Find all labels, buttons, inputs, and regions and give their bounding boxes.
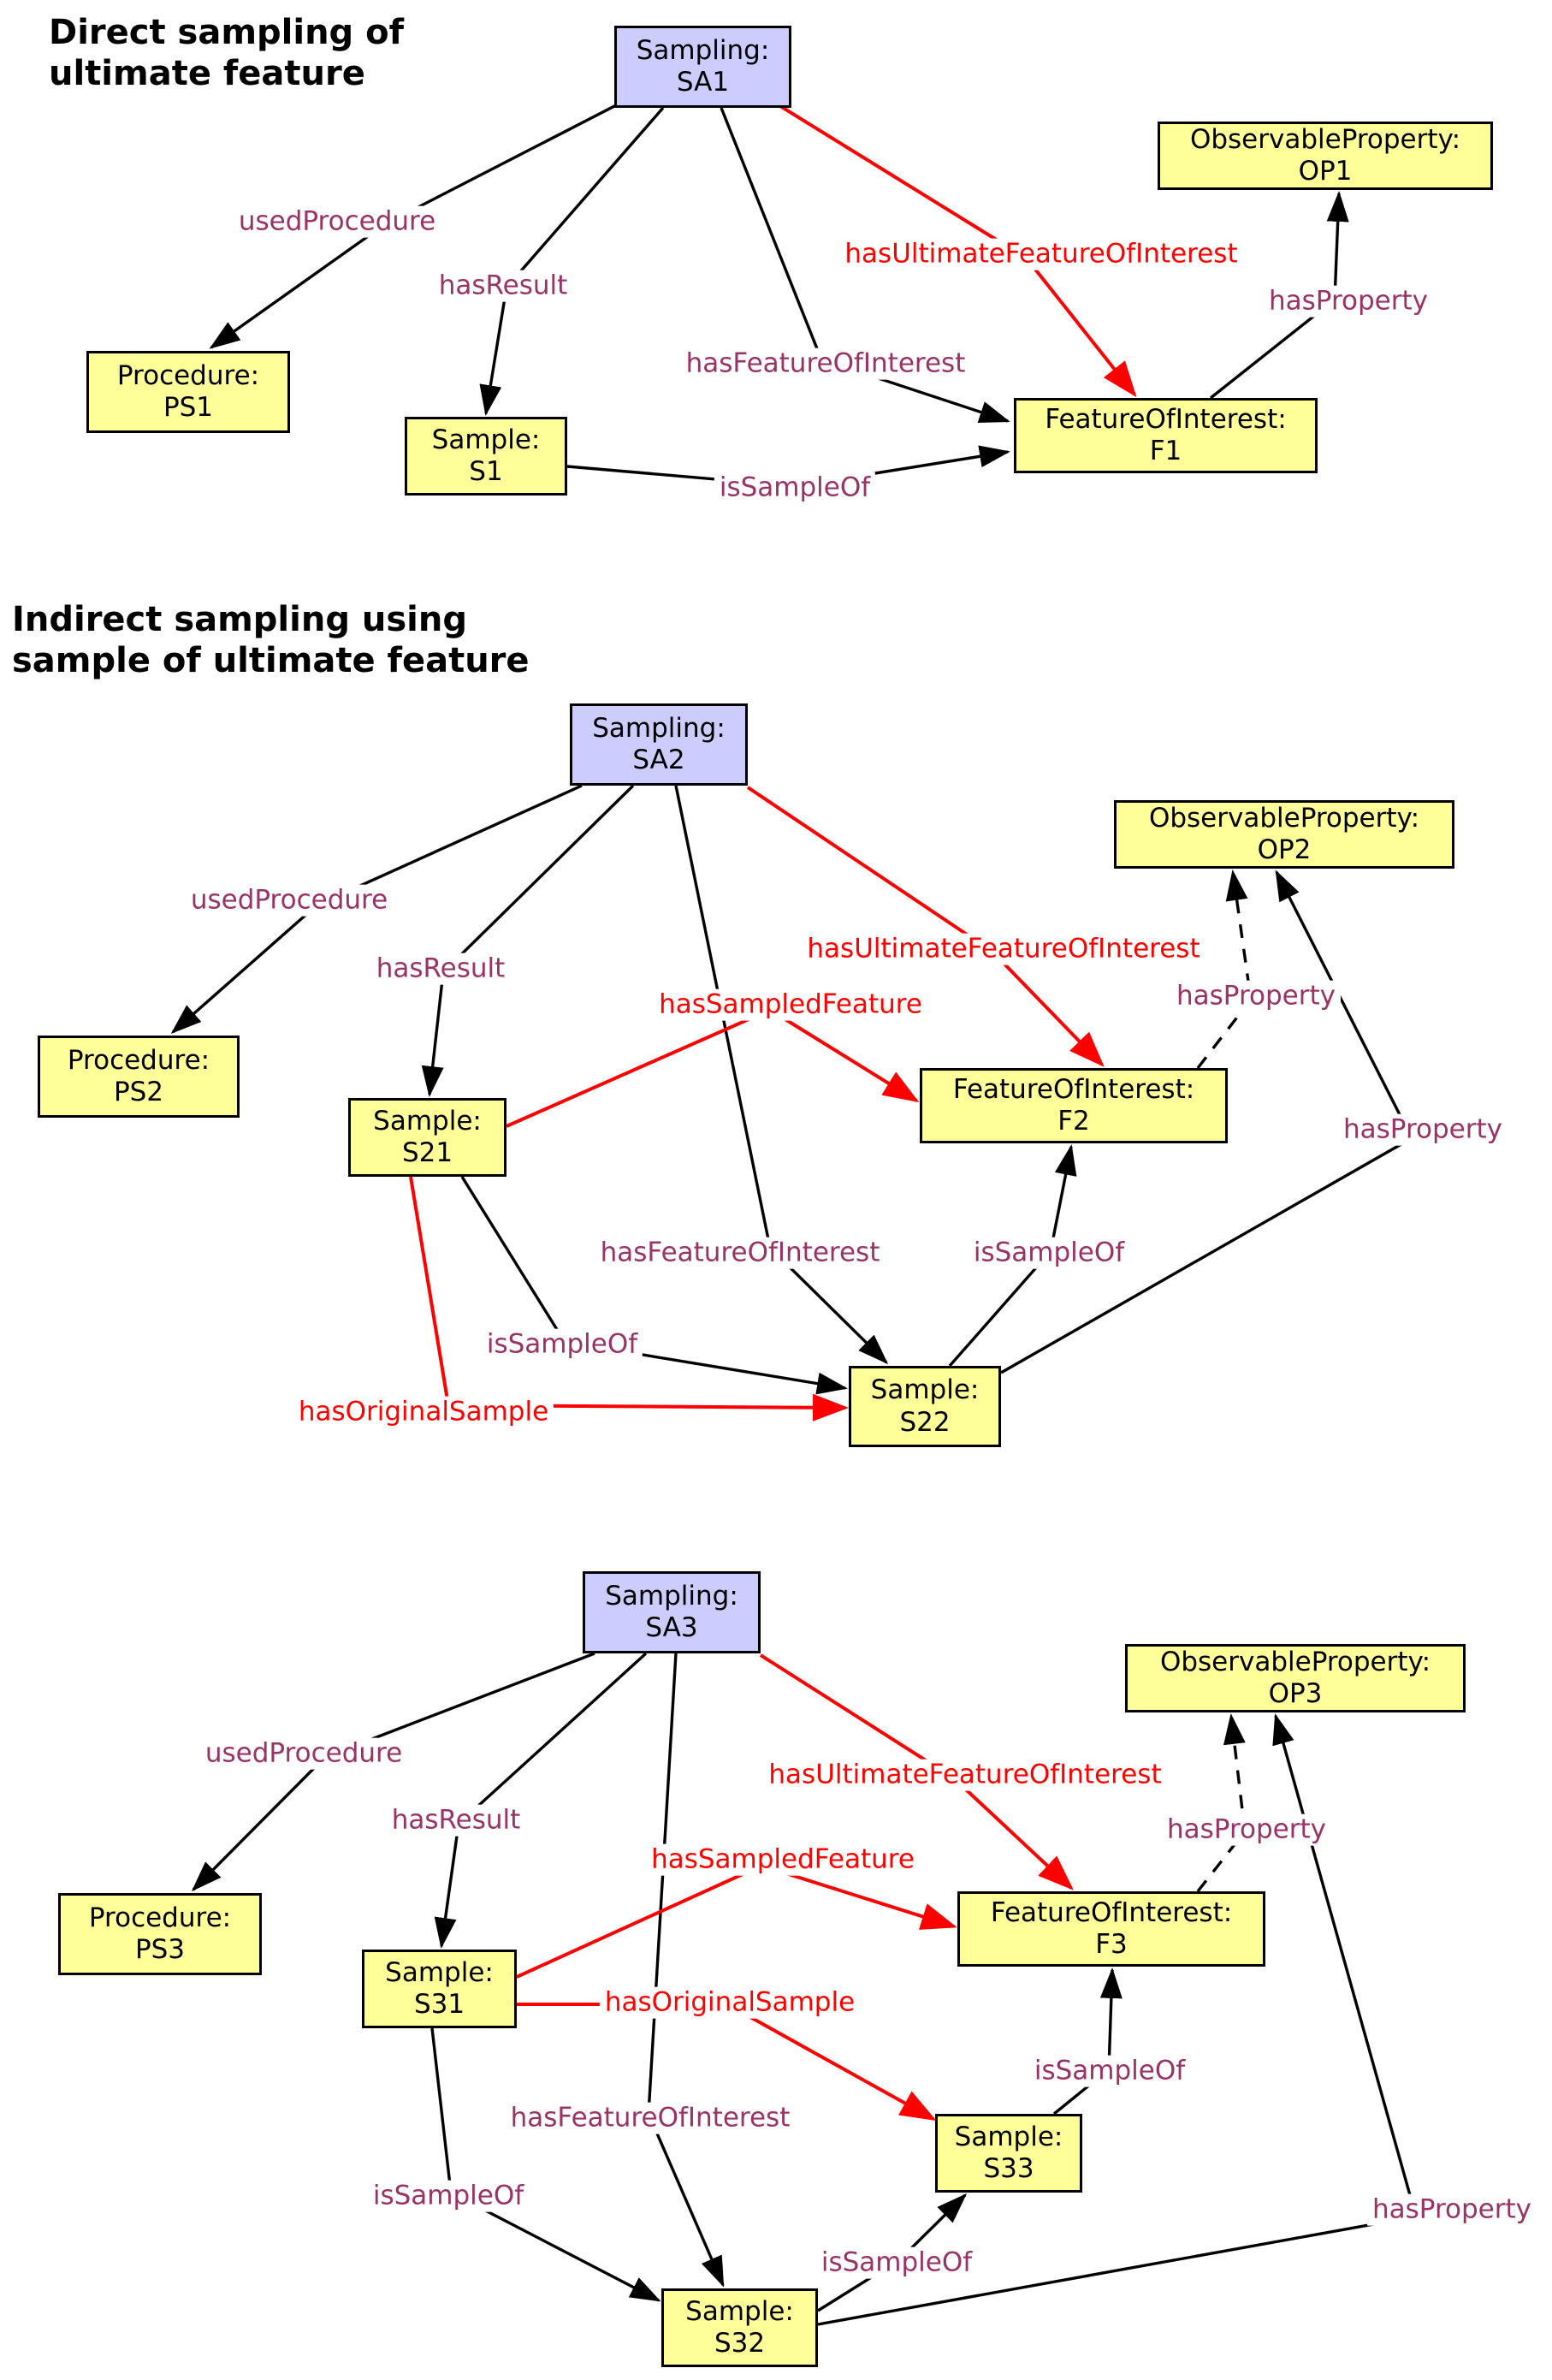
node-sample-s31: Sample: S31 <box>362 1950 517 2028</box>
node-id: OP1 <box>1298 156 1353 187</box>
node-sample-s33: Sample: S33 <box>935 2114 1082 2193</box>
node-label: Sampling: <box>605 1580 738 1611</box>
node-sampling-sa3: Sampling: SA3 <box>583 1571 761 1653</box>
node-label: Sample: <box>870 1374 980 1406</box>
s2-label-hasproperty-dashed: hasProperty <box>1171 980 1341 1012</box>
node-sampling-sa2: Sampling: SA2 <box>570 703 748 786</box>
section2-title: Indirect sampling using sample of ultima… <box>12 600 530 680</box>
node-label: Sample: <box>685 2295 794 2327</box>
node-featureofinterest-f2: FeatureOfInterest: F2 <box>920 1068 1228 1143</box>
s1-label-issampleof: isSampleOf <box>714 472 876 504</box>
node-label: FeatureOfInterest: <box>1045 403 1287 435</box>
s3-label-hasproperty-dashed: hasProperty <box>1162 1813 1331 1846</box>
node-id: SA1 <box>676 67 730 98</box>
node-id: SA2 <box>632 745 685 775</box>
s3-label-issampleof-bottom: isSampleOf <box>815 2246 978 2279</box>
node-label: Procedure: <box>116 359 260 391</box>
s1-label-hasproperty: hasProperty <box>1264 285 1433 318</box>
node-procedure-ps3: Procedure: PS3 <box>58 1893 262 1975</box>
node-sample-s21: Sample: S21 <box>348 1098 506 1177</box>
node-id: OP2 <box>1257 834 1312 865</box>
node-observableproperty-op2: ObservableProperty: OP2 <box>1114 800 1454 869</box>
s3-label-hasfeatureofinterest: hasFeatureOfInterest <box>505 2102 796 2134</box>
node-id: PS1 <box>163 392 214 423</box>
node-id: PS2 <box>113 1077 164 1107</box>
edge-s31-s32-issampleof <box>430 2027 661 2302</box>
s3-label-usedprocedure: usedProcedure <box>199 1737 408 1770</box>
s1-label-hasultimatefeatureofinterest: hasUltimateFeatureOfInterest <box>839 238 1243 270</box>
s3-label-hasresult: hasResult <box>386 1804 526 1837</box>
section1-title: Direct sampling of ultimate feature <box>49 13 404 93</box>
s2-label-hasresult: hasResult <box>370 953 511 985</box>
node-id: S33 <box>983 2153 1034 2184</box>
node-featureofinterest-f1: FeatureOfInterest: F1 <box>1014 398 1318 473</box>
node-id: S31 <box>413 1989 465 2020</box>
edge-f3-op3-hasproperty-dashed <box>1196 1713 1247 1893</box>
node-label: Sample: <box>373 1105 482 1137</box>
edge-s32-op3-hasproperty <box>817 1713 1419 2326</box>
node-label: Sampling: <box>636 34 770 66</box>
node-label: Sample: <box>431 424 541 455</box>
s3-label-hasultimatefeatureofinterest: hasUltimateFeatureOfInterest <box>763 1759 1167 1791</box>
s3-label-issampleof-left: isSampleOf <box>367 2180 530 2212</box>
node-procedure-ps2: Procedure: PS2 <box>38 1036 240 1118</box>
s2-label-usedprocedure: usedProcedure <box>185 884 394 917</box>
s2-label-issampleof-right: isSampleOf <box>968 1237 1130 1269</box>
node-sample-s32: Sample: S32 <box>661 2288 818 2367</box>
node-sample-s22: Sample: S22 <box>849 1366 1001 1447</box>
node-label: Sample: <box>385 1956 494 1988</box>
node-id: F3 <box>1095 1929 1128 1960</box>
edge-sa1-s1-hasresult <box>479 106 665 416</box>
node-label: Procedure: <box>88 1902 232 1933</box>
s2-label-hasoriginalsample: hasOriginalSample <box>293 1396 554 1428</box>
node-label: ObservableProperty: <box>1148 802 1420 834</box>
edge-sa2-s22-hasfeatureofinterest <box>674 785 889 1365</box>
node-label: Procedure: <box>67 1044 210 1076</box>
node-label: ObservableProperty: <box>1189 123 1461 155</box>
edge-sa3-s32-hasfeatureofinterest <box>647 1653 725 2288</box>
s2-label-hasproperty-solid: hasProperty <box>1338 1113 1508 1146</box>
node-id: S21 <box>401 1137 453 1168</box>
node-id: S22 <box>899 1406 951 1438</box>
node-procedure-ps1: Procedure: PS1 <box>86 351 290 433</box>
s3-label-hasoriginalsample: hasOriginalSample <box>599 1986 861 2019</box>
node-id: PS3 <box>134 1934 186 1965</box>
node-observableproperty-op1: ObservableProperty: OP1 <box>1158 122 1493 190</box>
s3-label-hassampledfeature: hasSampledFeature <box>646 1843 920 1876</box>
edge-s31-f3-hassampledfeature <box>516 1863 957 1979</box>
s1-label-hasfeatureofinterest: hasFeatureOfInterest <box>680 347 971 380</box>
edge-s21-s22-hasoriginalsample <box>409 1176 849 1421</box>
edge-sa3-ps3-usedprocedure <box>191 1652 595 1892</box>
node-observableproperty-op3: ObservableProperty: OP3 <box>1125 1644 1466 1712</box>
s2-label-hassampledfeature: hasSampledFeature <box>654 988 927 1021</box>
node-id: S1 <box>469 456 503 487</box>
edge-f2-op2-hasproperty-dashed <box>1196 870 1253 1070</box>
s3-label-issampleof-right: isSampleOf <box>1028 2055 1191 2087</box>
node-label: ObservableProperty: <box>1159 1646 1431 1677</box>
edge-s33-f3-issampleof <box>1052 1968 1123 2116</box>
edge-sa3-s31-hasresult <box>434 1652 648 1949</box>
node-label: Sample: <box>954 2121 1063 2152</box>
edge-sa2-f2-hasultimatefeatureofinterest <box>746 786 1105 1067</box>
s2-label-issampleof-left: isSampleOf <box>481 1328 643 1361</box>
node-label: Sampling: <box>592 712 726 744</box>
s2-label-hasultimatefeatureofinterest: hasUltimateFeatureOfInterest <box>802 933 1205 965</box>
node-id: F1 <box>1149 436 1182 466</box>
node-label: FeatureOfInterest: <box>952 1073 1195 1105</box>
edge-s21-f2-hassampledfeature <box>506 1007 920 1128</box>
node-id: S32 <box>714 2328 766 2359</box>
s1-label-hasresult: hasResult <box>433 270 573 302</box>
s2-label-hasfeatureofinterest: hasFeatureOfInterest <box>595 1237 886 1269</box>
node-sampling-sa1: Sampling: SA1 <box>614 26 791 108</box>
node-featureofinterest-f3: FeatureOfInterest: F3 <box>957 1891 1265 1967</box>
node-id: SA3 <box>645 1612 698 1643</box>
node-sample-s1: Sample: S1 <box>405 417 567 496</box>
s3-label-hasproperty-solid: hasProperty <box>1367 2193 1537 2226</box>
node-id: OP3 <box>1268 1678 1323 1709</box>
s1-label-usedprocedure: usedProcedure <box>233 205 441 238</box>
node-id: F2 <box>1057 1106 1090 1137</box>
edge-sa2-s21-hasresult <box>421 784 635 1097</box>
node-label: FeatureOfInterest: <box>990 1896 1233 1928</box>
